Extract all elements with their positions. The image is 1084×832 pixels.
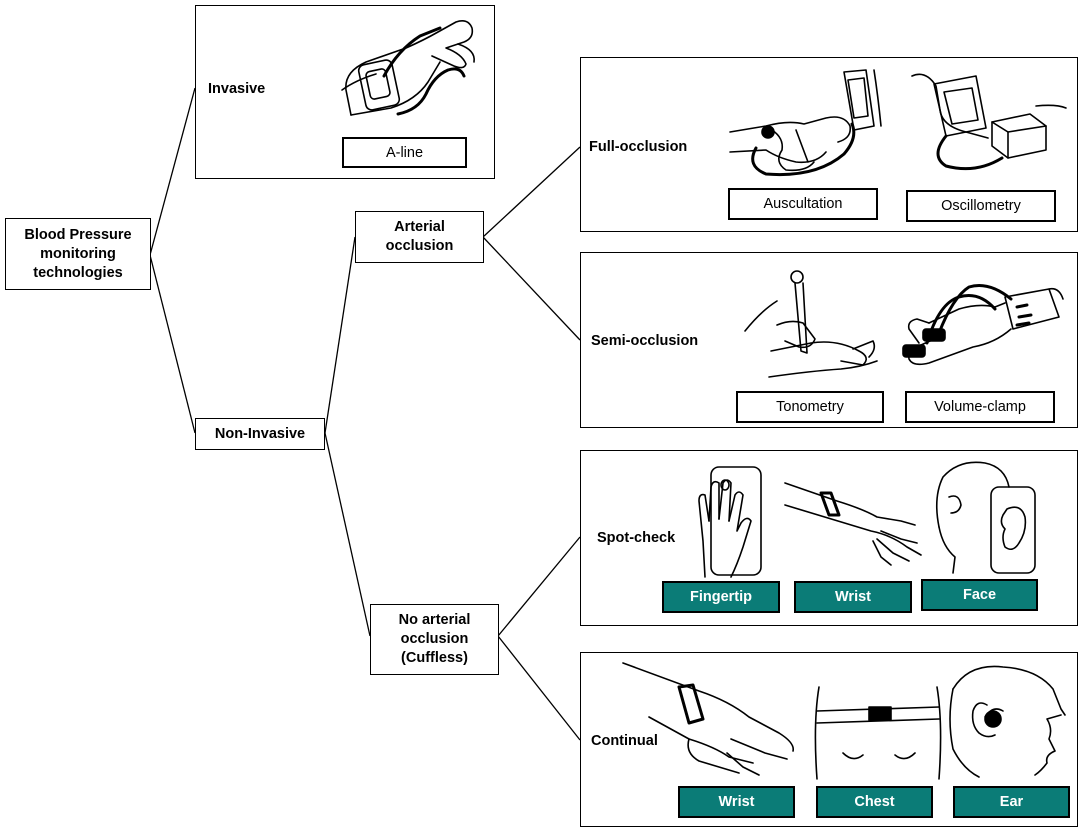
ear-sensor-icon [949, 665, 1066, 778]
ear-label: Ear [953, 786, 1070, 818]
arterial-line-hand-icon [341, 20, 475, 116]
spot-check-label: Spot-check [597, 530, 676, 546]
chest-strap-icon [814, 686, 942, 780]
face-label: Face [921, 579, 1038, 611]
invasive-panel: Invasive A-line [195, 5, 495, 179]
spot-check-panel: Spot-check Fingertip Wrist Face [580, 450, 1078, 626]
auscultation-label: Auscultation [728, 188, 878, 220]
volume-clamp-label: Volume-clamp [905, 391, 1055, 423]
wrist-band-icon [784, 482, 922, 566]
invasive-label: Invasive [208, 81, 266, 97]
volume-clamp-finger-icon [902, 284, 1064, 366]
spot-wrist-label: Wrist [794, 581, 912, 613]
chest-label: Chest [816, 786, 933, 818]
full-occlusion-panel: Full-occlusion Auscultation Oscillometry [580, 57, 1078, 232]
continual-panel: Continual Wrist Chest Ear [580, 652, 1078, 827]
continual-wrist-label: Wrist [678, 786, 795, 818]
auscultation-cuff-icon [729, 69, 882, 177]
continual-label: Continual [591, 733, 658, 749]
face-phone-icon [935, 461, 1036, 574]
no-arterial-occlusion-node: No arterial occlusion (Cuffless) [370, 604, 499, 675]
semi-occlusion-label: Semi-occlusion [591, 333, 699, 349]
continual-wrist-band-icon [622, 662, 795, 776]
oscillometry-cuff-icon [911, 73, 1067, 171]
arterial-occlusion-node: Arterial occlusion [355, 211, 484, 263]
semi-occlusion-panel: Semi-occlusion Tonometry Volume-clamp [580, 252, 1078, 428]
tonometry-label: Tonometry [736, 391, 884, 423]
non-invasive-node: Non-Invasive [195, 418, 325, 450]
oscillometry-label: Oscillometry [906, 190, 1056, 222]
fingertip-label: Fingertip [662, 581, 780, 613]
fingertip-phone-icon [698, 466, 762, 578]
root-node: Blood Pressure monitoring technologies [5, 218, 151, 290]
tonometry-pen-icon [744, 270, 878, 378]
a-line-label: A-line [342, 137, 467, 168]
full-occlusion-label: Full-occlusion [589, 139, 688, 155]
